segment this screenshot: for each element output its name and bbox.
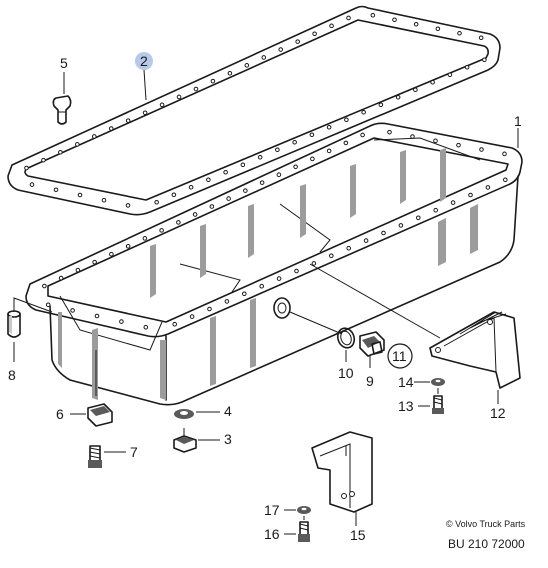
callout-1: 1 (514, 113, 522, 129)
gasket-part (7, 5, 501, 216)
callout-2: 2 (140, 53, 148, 69)
callout-10: 10 (338, 365, 354, 381)
callout-15: 15 (350, 527, 366, 543)
callout-13: 13 (398, 398, 414, 414)
callout-17: 17 (264, 502, 280, 518)
plug-part-3 (173, 428, 220, 453)
pan-inner-ribs (150, 148, 446, 298)
sensor-part-6 (70, 350, 113, 427)
callout-11-circle (387, 343, 413, 369)
bolt-part-7 (88, 445, 126, 468)
callout-2-highlight (135, 52, 153, 70)
bracket-part-12 (429, 311, 521, 404)
callout-6: 6 (56, 406, 64, 422)
washer-part-17 (284, 506, 311, 514)
bolt-part-16 (284, 516, 310, 542)
drain-plug-part-9 (359, 331, 385, 368)
oil-pan-part (25, 122, 523, 406)
plug-part-5 (52, 72, 72, 125)
sleeve-part-8 (7, 297, 53, 362)
copyright-text: © Volvo Truck Parts (446, 519, 526, 529)
bracket-part-15 (311, 431, 373, 526)
callout-12: 12 (490, 405, 506, 421)
callout-5: 5 (60, 55, 68, 71)
bolt-part-13 (418, 388, 444, 414)
washer-part-4 (174, 409, 220, 419)
callout-9: 9 (366, 373, 374, 389)
callout-16: 16 (264, 526, 280, 542)
diagram-code: BU 210 72000 (448, 537, 525, 551)
callout-3: 3 (224, 431, 232, 447)
callout-11: 11 (392, 348, 407, 364)
pan-flange-bolt-holes (42, 129, 508, 330)
washer-part-14 (414, 378, 445, 386)
callout-4: 4 (224, 403, 232, 419)
o-ring-part-10 (336, 327, 356, 362)
callout-8: 8 (8, 367, 16, 383)
callout-7: 7 (130, 444, 138, 460)
gasket-bolt-holes (24, 12, 487, 208)
callout-14: 14 (398, 374, 414, 390)
